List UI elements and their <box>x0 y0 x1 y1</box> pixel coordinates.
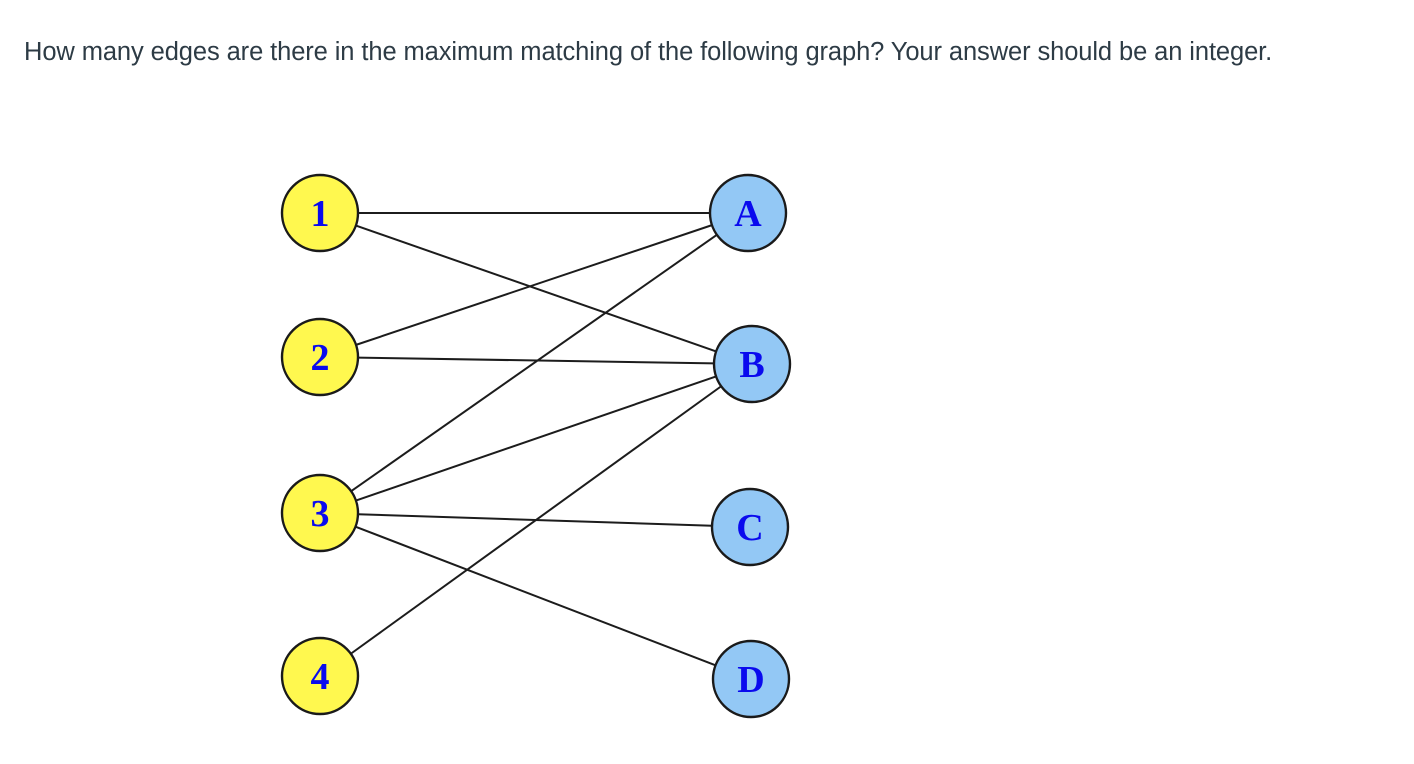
node-label-3: 3 <box>311 493 330 535</box>
node-circle-D <box>711 639 791 719</box>
node-label-B: B <box>739 344 764 386</box>
graph-edge-3-B <box>355 375 717 502</box>
node-circle-C <box>710 487 790 567</box>
node-circle-A <box>708 173 788 253</box>
graph-edge-1-B <box>355 224 717 353</box>
node-label-D: D <box>737 659 764 701</box>
graph-node-C: C <box>710 487 790 567</box>
node-label-A: A <box>734 193 762 235</box>
graph-figure: 1 2 3 4 A B C D <box>0 140 1414 760</box>
node-circle-2 <box>280 317 360 397</box>
graph-node-D: D <box>711 639 791 719</box>
graph-node-1: 1 <box>280 173 360 253</box>
graph-node-2: 2 <box>280 317 360 397</box>
node-label-2: 2 <box>311 337 330 379</box>
node-layer: 1 2 3 4 A B C D <box>280 173 792 719</box>
graph-edge-3-A <box>350 233 718 493</box>
graph-node-B: B <box>712 324 792 404</box>
graph-edge-4-B <box>350 385 722 655</box>
node-circle-B <box>712 324 792 404</box>
bipartite-graph-svg: 1 2 3 4 A B C D <box>280 173 792 719</box>
graph-node-A: A <box>708 173 788 253</box>
graph-node-3: 3 <box>280 473 360 553</box>
node-label-4: 4 <box>311 656 330 698</box>
node-label-C: C <box>736 507 763 549</box>
graph-edge-2-A <box>355 224 713 346</box>
graph-node-4: 4 <box>280 636 360 716</box>
question-prompt: How many edges are there in the maximum … <box>24 38 1273 66</box>
node-circle-4 <box>280 636 360 716</box>
node-circle-3 <box>280 473 360 553</box>
graph-edge-3-D <box>355 525 716 667</box>
edge-layer <box>350 212 722 667</box>
node-label-1: 1 <box>311 193 330 235</box>
node-circle-1 <box>280 173 360 253</box>
